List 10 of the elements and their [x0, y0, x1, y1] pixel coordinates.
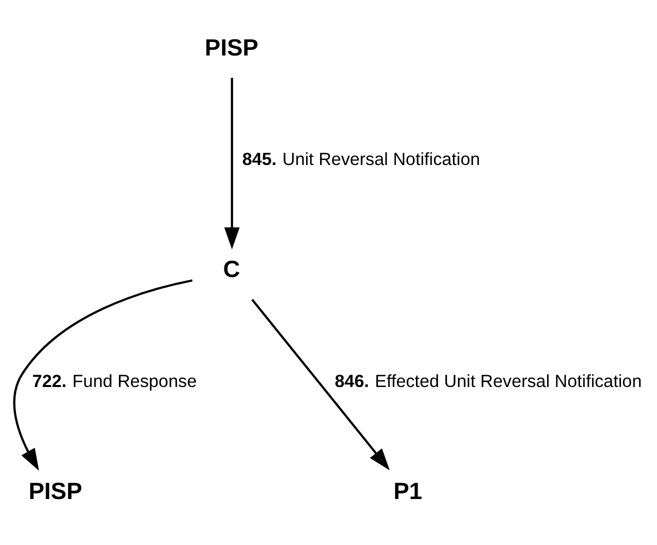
edge-label: 845. Unit Reversal Notification: [242, 148, 480, 169]
edge-label: 846. Effected Unit Reversal Notification: [334, 370, 642, 390]
node-text: C: [223, 256, 240, 282]
arrow: [224, 77, 240, 249]
node-text: P1: [393, 477, 422, 504]
node-text: PISP: [204, 34, 258, 60]
node-text: PISP: [28, 477, 82, 504]
edge-label: 722. Fund Response: [32, 370, 197, 390]
arrow: [251, 298, 390, 470]
arrow: [13, 278, 192, 470]
